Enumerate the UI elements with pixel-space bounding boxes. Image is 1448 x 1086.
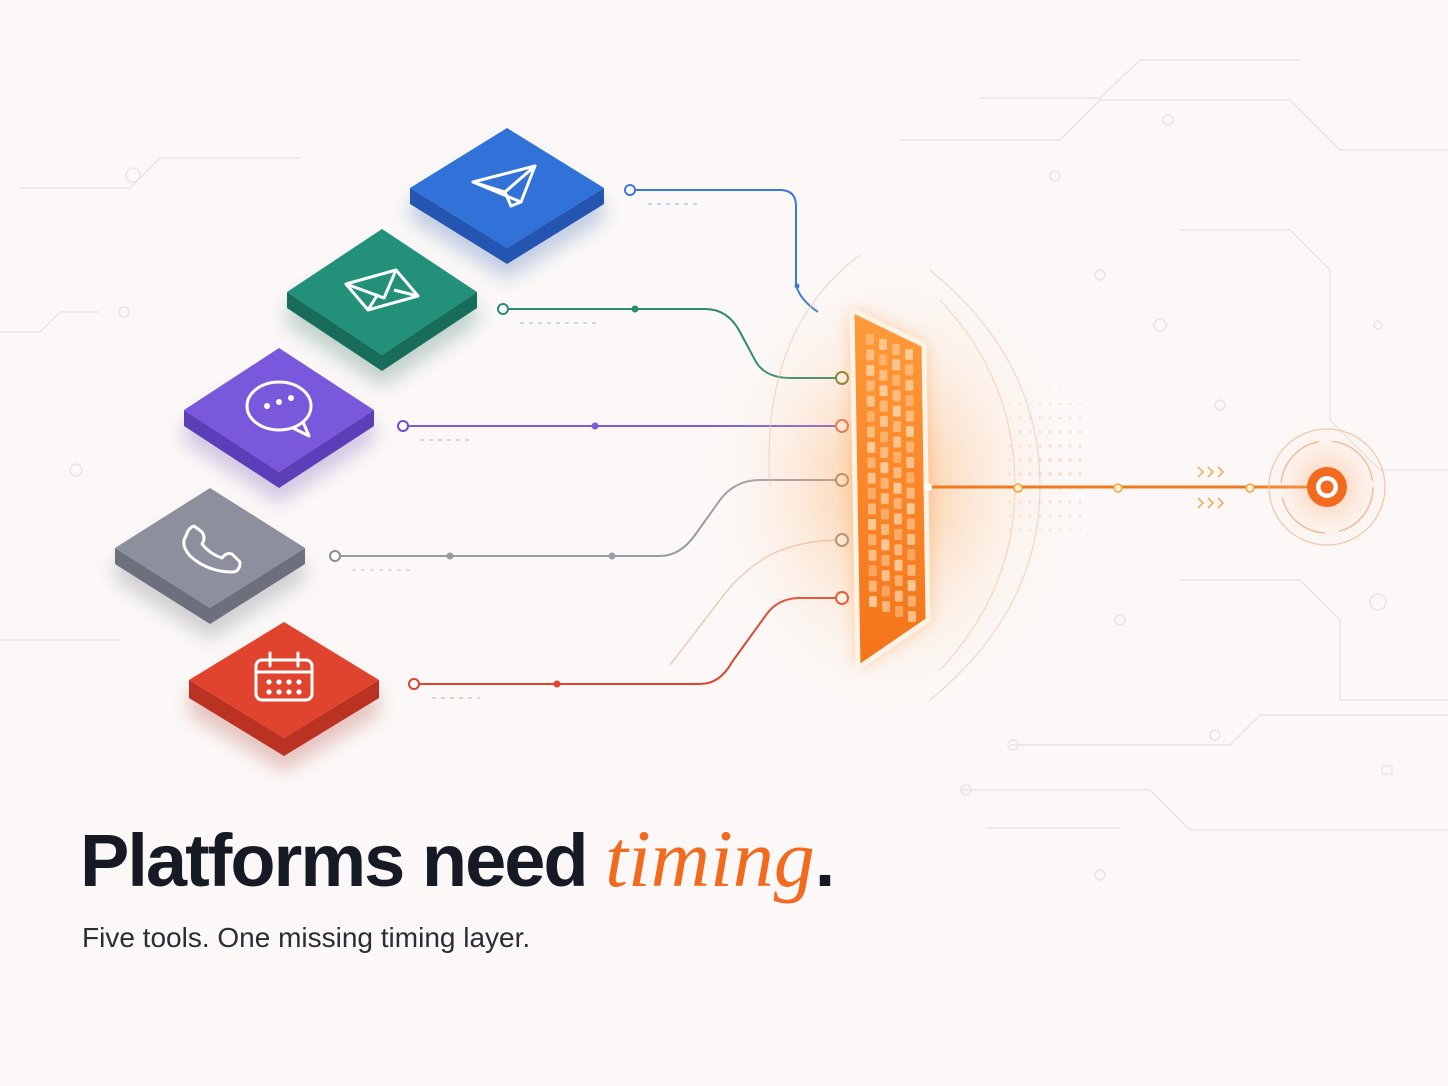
headline-end: . <box>814 819 836 902</box>
timing-hub <box>849 307 932 671</box>
tool-tiles <box>115 128 604 772</box>
tile-phone <box>115 488 305 640</box>
circuit-background <box>0 59 1448 881</box>
tile-send <box>410 128 604 280</box>
headline: Platforms need timing. <box>80 812 836 906</box>
tile-chat <box>184 348 374 504</box>
subhead: Five tools. One missing timing layer. <box>82 922 531 953</box>
paper-plane-icon <box>471 164 537 208</box>
calendar-icon <box>254 651 314 702</box>
tile-calendar <box>189 622 379 772</box>
phone-icon <box>182 524 242 574</box>
chevrons-icon <box>1197 466 1224 509</box>
tile-email <box>287 229 477 387</box>
chat-bubble-icon <box>245 380 313 438</box>
headline-accent: timing <box>605 813 815 904</box>
output-line <box>930 466 1310 509</box>
headline-main: Platforms need <box>80 819 606 902</box>
timing-grid-icon <box>866 334 916 622</box>
envelope-icon <box>344 268 420 312</box>
target-icon <box>1257 417 1397 557</box>
